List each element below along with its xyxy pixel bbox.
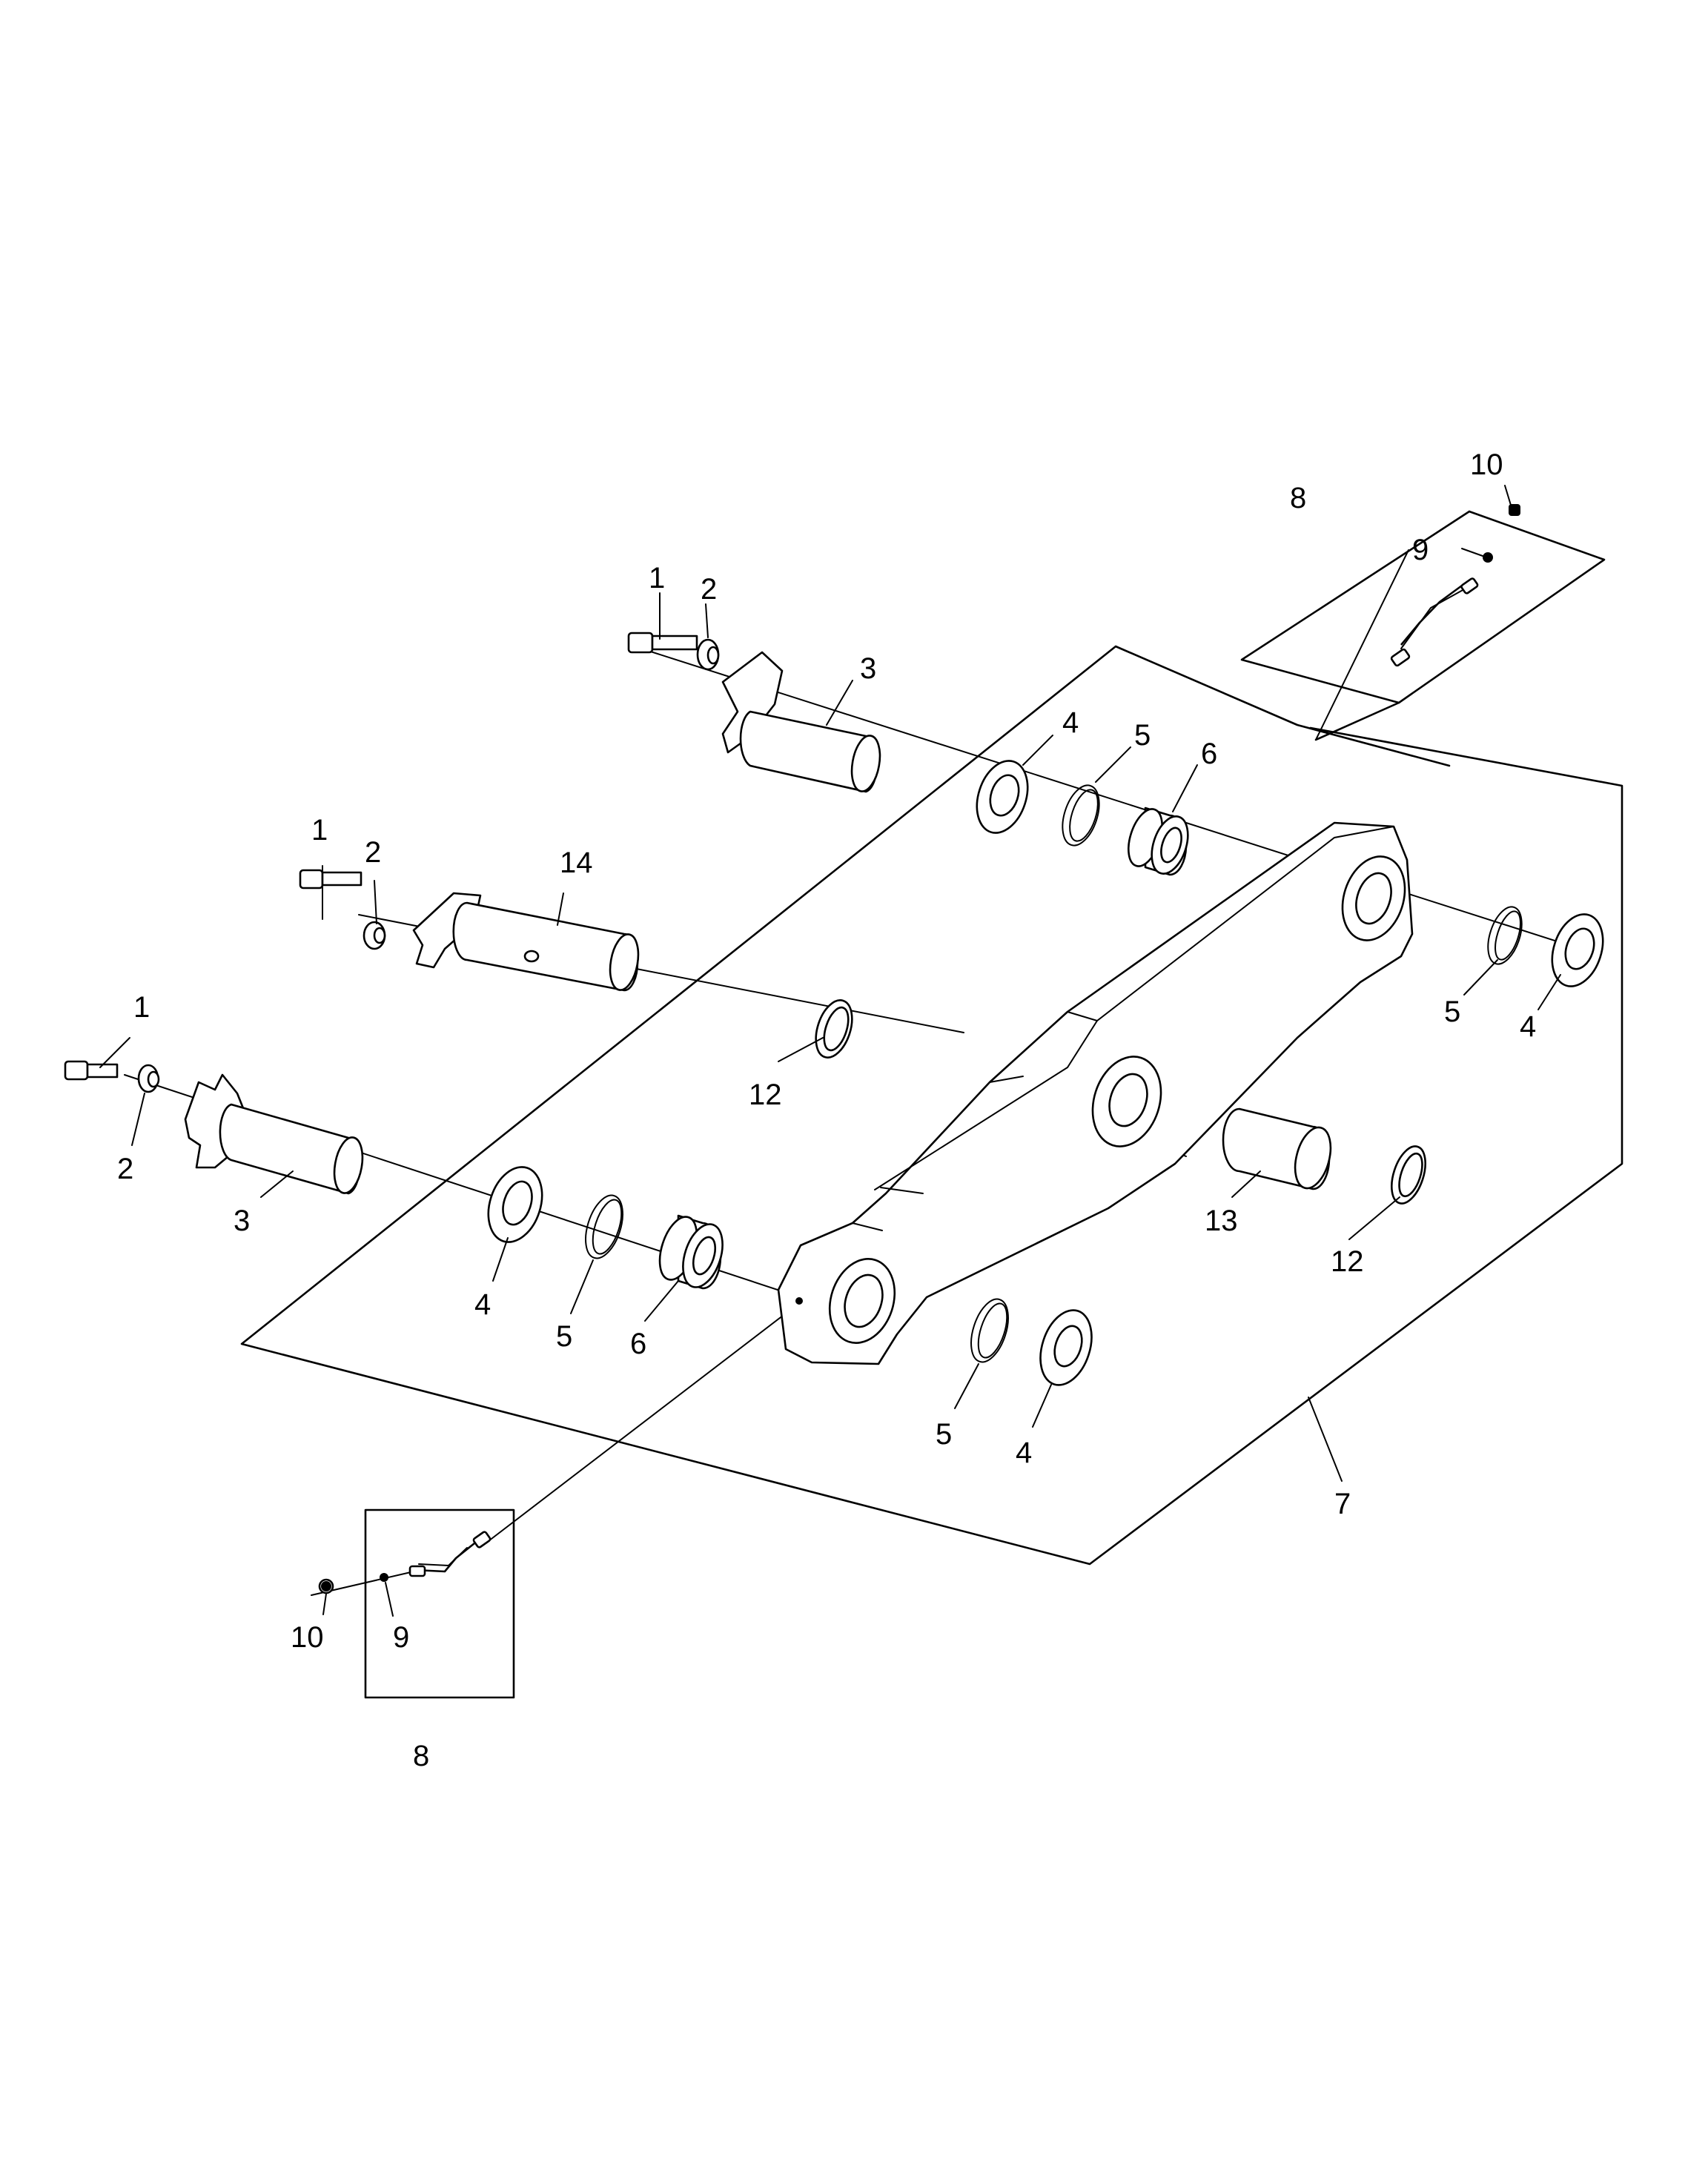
callout-10-lower: 10: [291, 1621, 324, 1654]
pin-3-top: [721, 651, 881, 793]
grease-line-lower: [318, 1531, 491, 1594]
callout-8-upper: 8: [1290, 482, 1306, 514]
box-8-lower: [364, 1508, 515, 1699]
seal-4-bottom-right: [1039, 1309, 1093, 1386]
callout-1-bottom: 1: [133, 991, 150, 1024]
sleeve-13: [1222, 1107, 1332, 1190]
assembly-7-boundary: [240, 645, 1623, 1566]
axis-lines: [124, 549, 1586, 1596]
seal-4-top: [976, 760, 1029, 834]
callout-5-right: 5: [1444, 996, 1460, 1028]
leader-lines: [99, 485, 1561, 1617]
callout-9-upper: 9: [1412, 534, 1429, 566]
callout-2-top: 2: [701, 573, 717, 606]
snap-ring-5-bottom-left: [585, 1194, 623, 1259]
seal-4-bottom-left: [487, 1166, 543, 1243]
bushing-6-top: [1128, 806, 1189, 876]
callout-3-bottom: 3: [234, 1205, 250, 1237]
callout-5-top: 5: [1134, 719, 1151, 752]
top-axis-parts: [976, 760, 1604, 987]
washer-2-top: [696, 638, 720, 671]
snap-ring-5-right: [1487, 906, 1523, 965]
callout-1-middle: 1: [311, 814, 328, 847]
callout-4-bottom-left: 4: [474, 1288, 491, 1321]
pin-14: [412, 892, 640, 992]
box-8-upper: [1240, 510, 1606, 741]
callout-5-bottom-left: 5: [556, 1320, 572, 1353]
spacer-12-middle: [815, 999, 853, 1059]
bottom-row-parts: [64, 1060, 364, 1195]
callout-4-bottom-right: 4: [1016, 1437, 1032, 1469]
lift-arm: [777, 821, 1414, 1365]
seal-4-right: [1551, 913, 1604, 987]
bolt-1-bottom: [64, 1060, 119, 1081]
snap-ring-5-bottom-right: [970, 1298, 1009, 1363]
bolt-1-top: [627, 632, 698, 654]
callout-5-bottom-right: 5: [936, 1418, 952, 1451]
washer-2-middle: [363, 921, 386, 950]
callout-12-middle: 12: [749, 1079, 782, 1111]
callout-7: 7: [1334, 1488, 1351, 1520]
callout-6-bottom: 6: [630, 1328, 646, 1360]
callout-2-bottom: 2: [117, 1153, 133, 1185]
callout-2-middle: 2: [365, 836, 381, 869]
bottom-axis-parts: [487, 1166, 1093, 1386]
callout-4-top: 4: [1062, 706, 1079, 739]
grease-line-upper: [1390, 504, 1520, 667]
snap-ring-5-top: [1062, 784, 1100, 847]
callout-6-top: 6: [1201, 738, 1217, 770]
callout-14: 14: [560, 847, 593, 879]
top-row-parts: [627, 632, 881, 793]
bolt-1-middle: [299, 869, 363, 890]
middle-row-parts: [299, 869, 853, 1059]
callout-9-lower: 9: [393, 1621, 409, 1654]
callout-13: 13: [1205, 1205, 1238, 1237]
callout-12-right: 12: [1331, 1245, 1364, 1278]
callout-labels: 1 2 3 4 5 6 5 4 1 2 14 12 1 2 3 4 5 6 13…: [117, 448, 1536, 1772]
callout-4-right: 4: [1520, 1010, 1536, 1043]
callout-8-lower: 8: [413, 1740, 429, 1772]
callout-3-top: 3: [860, 652, 876, 685]
spacer-12-right: [1391, 1145, 1426, 1205]
pin-3-bottom: [184, 1073, 364, 1195]
callout-10-upper: 10: [1470, 448, 1503, 481]
callout-1-top: 1: [649, 562, 665, 594]
washer-2-bottom: [137, 1064, 160, 1093]
bushing-6-bottom: [658, 1214, 724, 1290]
